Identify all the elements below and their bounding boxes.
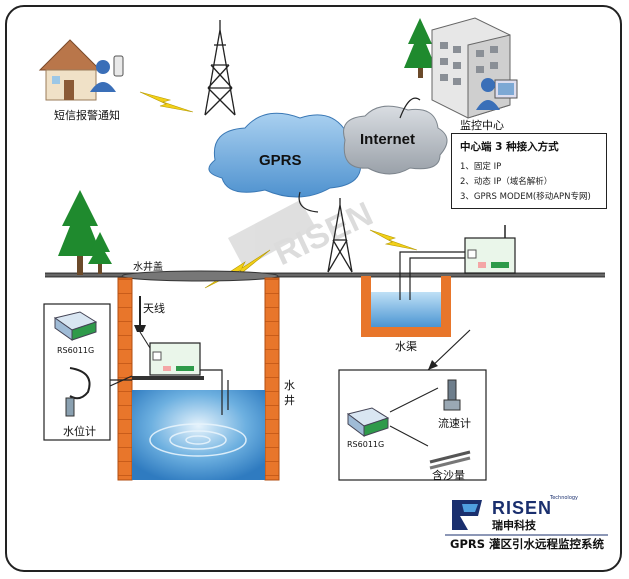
flow-meter-label: 流速计 [438,417,471,430]
monitoring-center-label: 监控中心 [460,119,504,132]
access-method-item: 3、GPRS MODEM(移动APN专网) [460,192,591,202]
gprs-label: GPRS [259,152,302,169]
well-wall-right [264,277,280,481]
monitoring-center-building-icon [431,17,518,119]
channel-sensor-lines [399,251,470,300]
sediment-label: 含沙量 [432,469,465,482]
flow-meter-sensor-icon [443,379,461,411]
gprs-tower-icon [204,20,236,116]
device-shelf [132,376,204,380]
diagram-caption: GPRS 灌区引水远程监控系统 [450,537,605,551]
gprs-tower-icon [327,198,353,273]
logo-subtitle: Technology [550,495,579,501]
antenna-icon [134,296,146,332]
internet-label: Internet [360,131,416,148]
rs6011g-device-icon [346,407,390,437]
rs6011g-device-icon [53,311,98,341]
sediment-sensor-icon [429,450,471,470]
access-methods-title: 中心端 3 种接入方式 [460,141,559,153]
logo-chinese-name: 瑞申科技 [492,519,536,532]
tree-icon [58,190,102,275]
level-meter-sensor-icon [65,367,91,417]
tree-icon [88,232,112,274]
level-meter-label: 水位计 [63,425,96,438]
antenna-label: 天线 [143,302,165,315]
water-ripples [149,423,247,457]
internet-cloud [343,105,448,175]
access-methods-box: 中心端 3 种接入方式 1、固定 IP 2、动态 IP（域名解析） 3、GPRS… [451,133,607,209]
logo-name: RISEN [492,498,553,518]
channel-label: 水渠 [395,340,417,353]
access-method-item: 1、固定 IP [460,162,502,172]
pointer-line [109,375,133,387]
access-method-item: 2、动态 IP（域名解析） [460,177,553,187]
water-well-label: 水井 [284,379,295,407]
well-cover [121,270,279,282]
risen-logo-icon [452,500,482,530]
right-device-model-label: RS6011G [347,440,385,449]
sms-alarm-label: 短信报警通知 [54,109,120,122]
arrow-head [428,360,438,370]
user-phone-icon [90,55,124,92]
left-device-model-label: RS6011G [57,346,95,355]
rtu-device-channel [464,225,516,274]
rtu-device-well [149,342,201,376]
well-cover-label: 水井盖 [133,262,163,273]
connection-lines [298,97,421,213]
water-channel [361,276,451,337]
tree-icon [404,18,436,78]
